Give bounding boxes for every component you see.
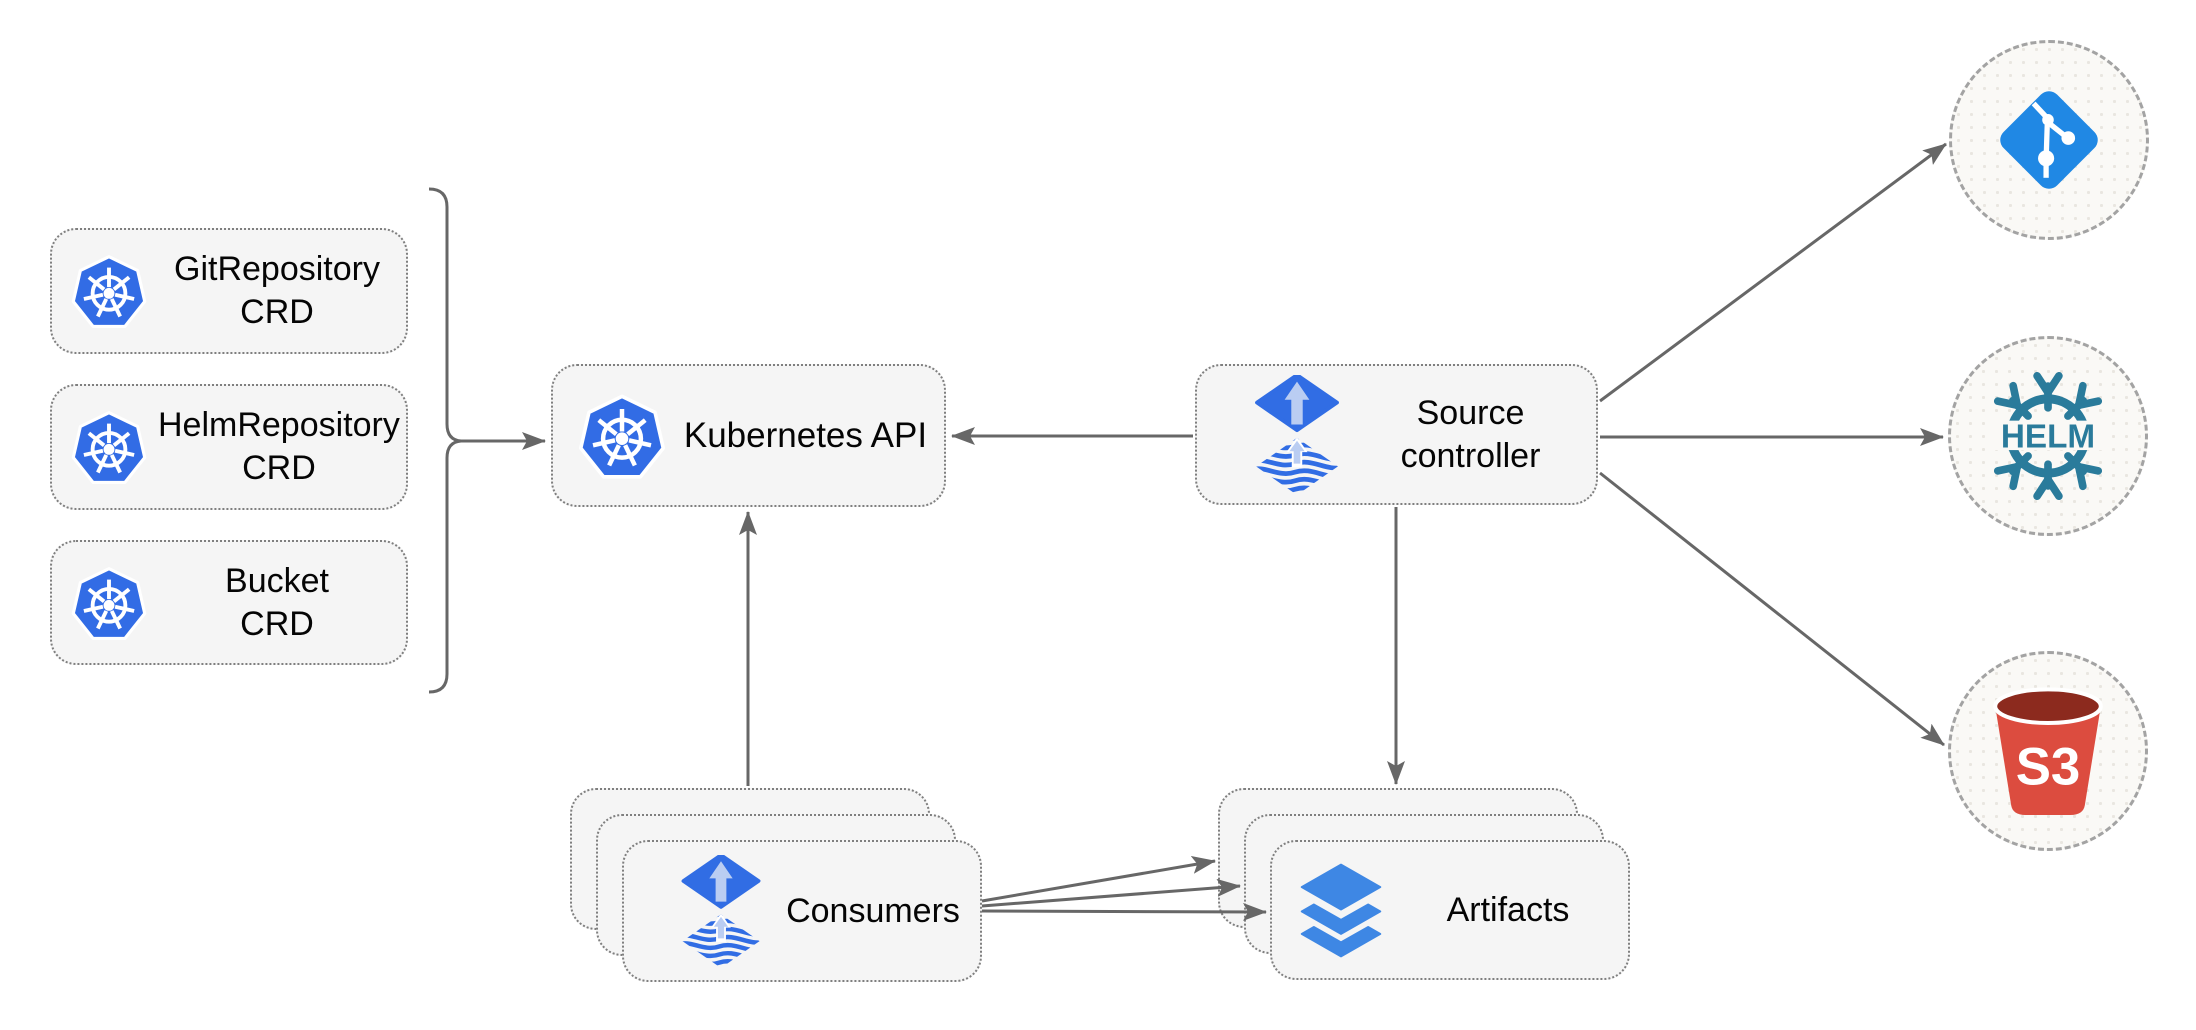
node-artifacts: Artifacts — [1270, 840, 1630, 980]
node-label: HelmRepository CRD — [148, 404, 410, 490]
artifacts-label: Artifacts — [1446, 890, 1570, 929]
gitrepository-crd-line1: GitRepository — [174, 250, 380, 288]
helm-label: HELM — [2001, 419, 2095, 456]
kubernetes-api-label: Kubernetes API — [683, 416, 928, 455]
s3-bucket-icon: S3 — [1993, 687, 2103, 817]
node-kubernetes-api: Kubernetes API — [551, 364, 946, 507]
node-bucket-crd: Bucket CRD — [50, 540, 408, 665]
kubernetes-icon — [71, 254, 147, 329]
bucket-crd-line2: CRD — [240, 604, 314, 643]
node-gitrepository-crd: GitRepository CRD — [50, 228, 408, 354]
crd-group-brace — [428, 187, 462, 694]
external-git-node — [1949, 40, 2149, 240]
node-source-controller: Source controller — [1195, 364, 1598, 505]
arrow-source-controller-to-git — [1599, 142, 1947, 403]
node-label: Source controller — [1345, 392, 1596, 478]
layers-icon — [1300, 863, 1382, 957]
s3-label: S3 — [2016, 738, 2081, 797]
kubernetes-icon — [71, 566, 147, 640]
arrow-source-controller-to-s3 — [1599, 471, 1945, 747]
flux-icon — [1249, 375, 1345, 495]
arrow-consumers-to-artifacts-1 — [981, 856, 1216, 903]
external-s3-node: S3 — [1948, 651, 2148, 851]
flux-icon — [676, 855, 766, 968]
consumers-label: Consumers — [786, 891, 960, 930]
node-helmrepository-crd: HelmRepository CRD — [50, 384, 408, 510]
git-icon — [1986, 77, 2112, 203]
bucket-crd-line1: Bucket — [225, 561, 329, 600]
node-label: Bucket CRD — [148, 560, 406, 646]
node-label: GitRepository CRD — [148, 248, 406, 334]
gitrepository-crd-line2: CRD — [240, 293, 314, 331]
helmrepository-crd-line2: CRD — [242, 449, 316, 487]
arrow-consumers-to-artifacts-2 — [981, 878, 1241, 908]
source-controller-line1: Source — [1416, 393, 1525, 432]
kubernetes-icon — [577, 391, 667, 481]
helm-wheel-icon: HELM — [1984, 372, 2112, 500]
source-controller-line2: controller — [1400, 436, 1541, 475]
node-consumers: Consumers — [622, 840, 982, 982]
helmrepository-crd-line1: HelmRepository — [158, 406, 400, 444]
external-helm-node: HELM — [1948, 336, 2148, 536]
kubernetes-icon — [71, 410, 147, 485]
